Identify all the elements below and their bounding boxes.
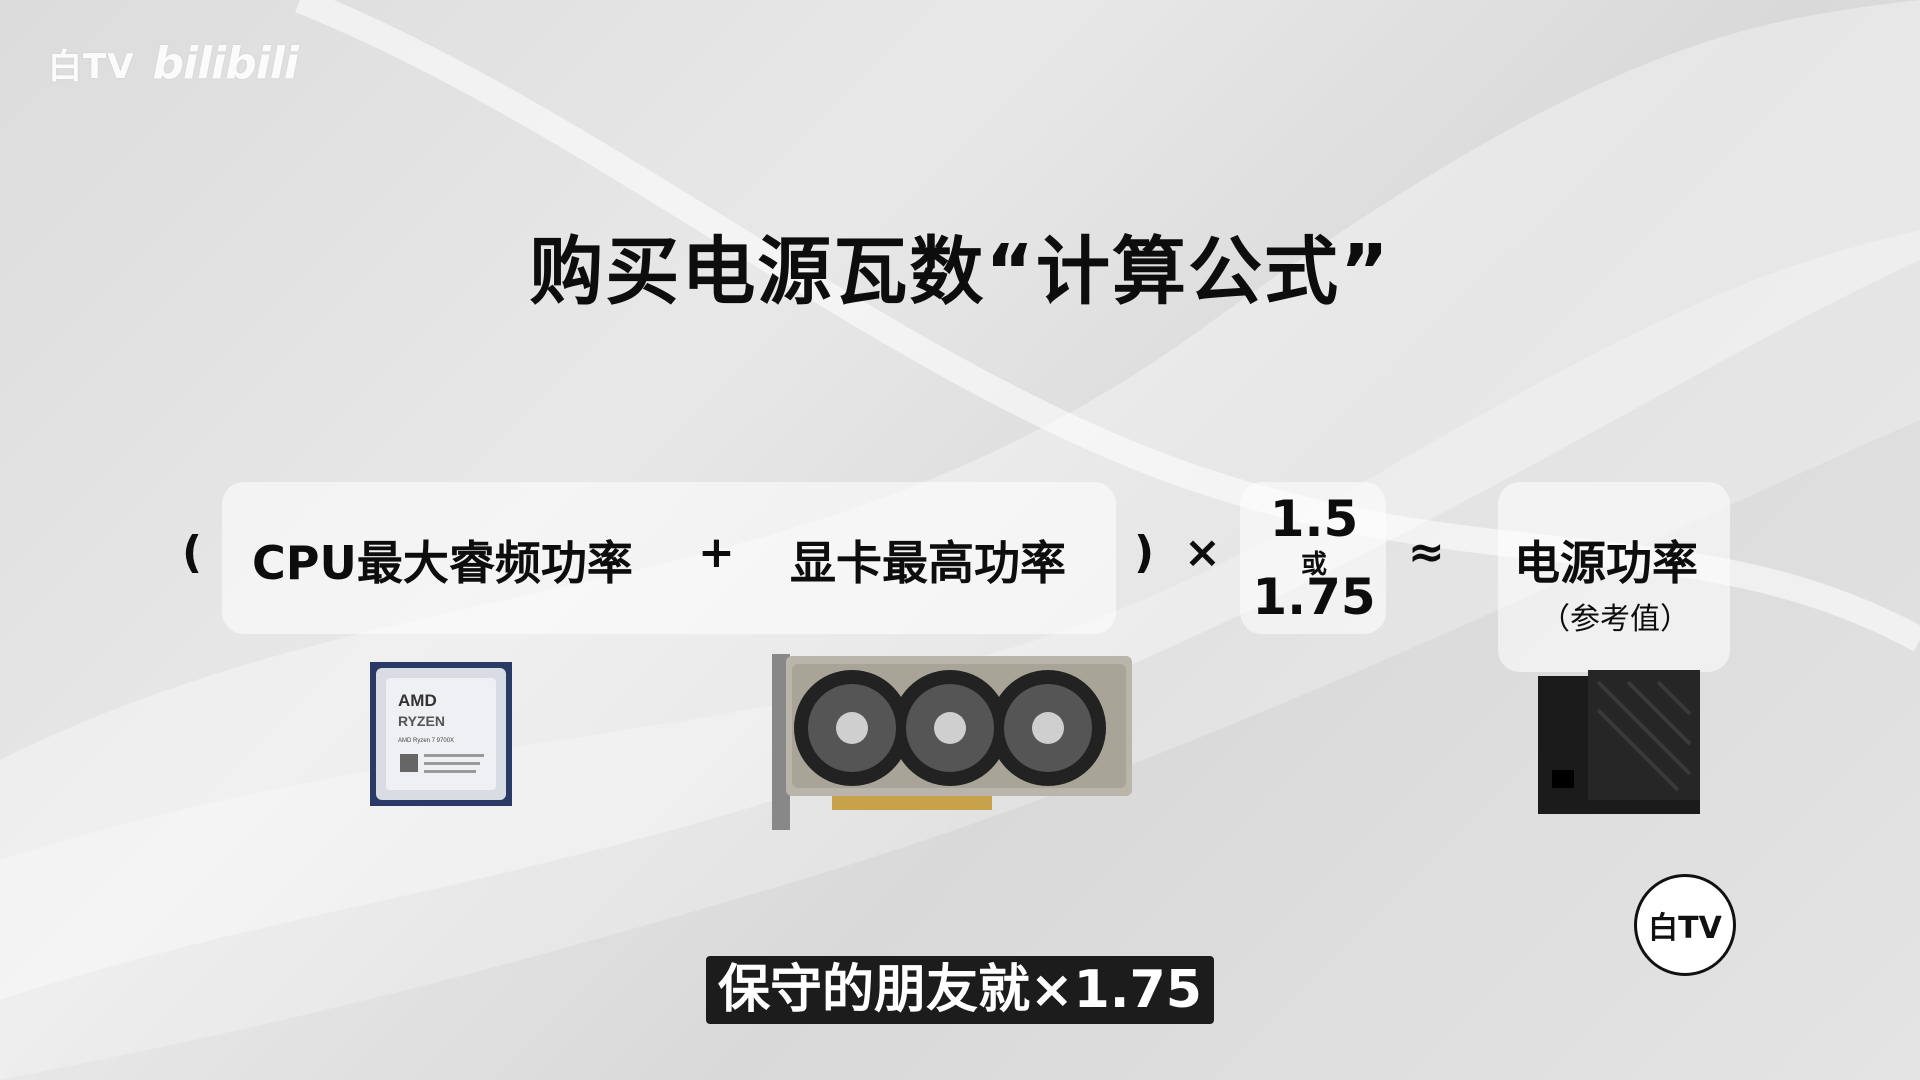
approx-sign: ≈ <box>1408 527 1445 578</box>
cpu-line-text: RYZEN <box>398 713 445 729</box>
factor-1-75: 1.75 <box>1252 568 1376 626</box>
cpu-chip-image: AMD RYZEN AMD Ryzen 7 9700X <box>370 662 512 806</box>
formula-sum-box <box>222 482 1116 634</box>
factor-1-5: 1.5 <box>1269 490 1359 548</box>
psu-power-term: 电源功率 <box>1514 536 1698 590</box>
cpu-model-text: AMD Ryzen 7 9700X <box>398 738 454 744</box>
video-subtitle: 保守的朋友就×1.75 <box>706 956 1214 1024</box>
watermark-site: bilibili <box>152 38 299 89</box>
watermark-brand: 白TV <box>48 47 135 87</box>
cpu-power-term: CPU最大睿频功率 <box>252 536 633 590</box>
formula-psu-box <box>1498 482 1730 672</box>
close-paren: ) <box>1134 527 1155 578</box>
factor-or: 或 <box>1300 550 1327 580</box>
gpu-power-term: 显卡最高功率 <box>790 536 1066 590</box>
formula-factor-box <box>1240 482 1386 634</box>
times-sign: × <box>1184 527 1221 578</box>
power-supply-image <box>1538 670 1700 814</box>
cpu-brand-text: AMD <box>398 691 437 710</box>
slide-title: 购买电源瓦数“计算公式” <box>529 229 1391 315</box>
graphics-card-image <box>772 654 1132 830</box>
bilibili-watermark: 白TV bilibili <box>48 38 299 89</box>
bai-tv-logo: 白TV <box>1634 874 1736 976</box>
plus-sign: + <box>698 527 735 578</box>
psu-reference-note: （参考值） <box>1540 602 1690 637</box>
open-paren: ( <box>182 527 203 578</box>
